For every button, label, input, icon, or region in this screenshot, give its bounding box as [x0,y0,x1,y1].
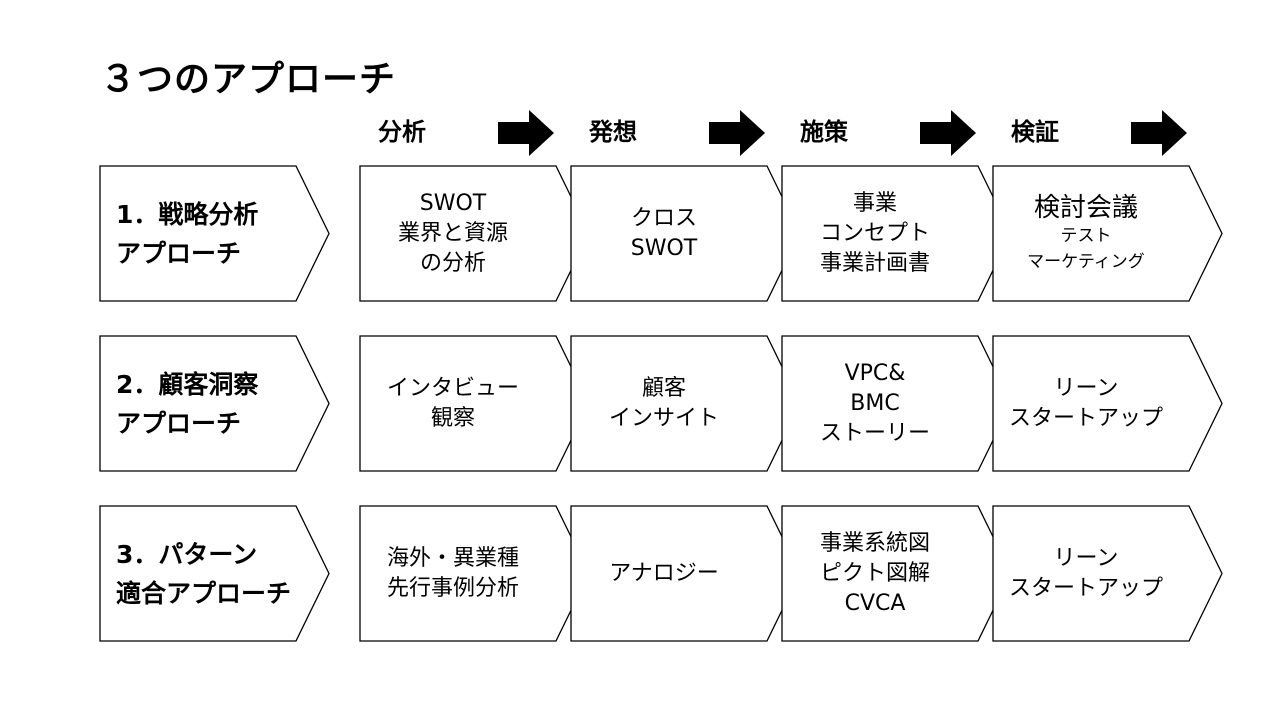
step-text-block: 海外・異業種 先行事例分析 [361,505,545,642]
phase-label-analysis: 分析 [378,118,426,146]
approach-row-header: 3．パターン 適合アプローチ [99,505,330,642]
step-node-analysis: 海外・異業種 先行事例分析 [359,505,590,642]
step-node-analysis: SWOT 業界と資源 の分析 [359,165,590,302]
approach-name: 1．戦略分析 アプローチ [116,199,259,268]
step-text-block: クロス SWOT [572,165,756,302]
step-text: 検討会議 [1033,192,1138,223]
approach-name: 2．顧客洞察 アプローチ [116,369,259,438]
step-node-verification: リーン スタートアップ [992,505,1223,642]
approach-name: 3．パターン 適合アプローチ [116,539,292,608]
step-node-ideation: アナロジー [570,505,801,642]
step-text: リーン スタートアップ [1008,375,1163,431]
step-node-ideation: 顧客 インサイト [570,335,801,472]
step-text: VPC& BMC ストーリー [819,360,930,446]
page-title: ３つのアプローチ [100,59,397,100]
step-node-measures: VPC& BMC ストーリー [781,335,1012,472]
step-text-block: リーン スタートアップ [994,505,1178,642]
step-text: 事業 コンセプト 事業計画書 [819,190,930,276]
phase-label-verification: 検証 [1011,118,1059,146]
right-arrow-icon [920,110,976,156]
step-text: 顧客 インサイト [608,375,719,431]
step-subtext: テスト マーケティング [1027,225,1145,272]
right-arrow-icon [1131,110,1187,156]
step-node-verification: リーン スタートアップ [992,335,1223,472]
step-text-block: アナロジー [572,505,756,642]
step-node-analysis: インタビュー 観察 [359,335,590,472]
step-text-block: 顧客 インサイト [572,335,756,472]
right-arrow-icon [498,110,554,156]
approach-row-header: 1．戦略分析 アプローチ [99,165,330,302]
phase-label-ideation: 発想 [589,118,637,146]
step-text-block: VPC& BMC ストーリー [783,335,967,472]
step-text-block: 事業 コンセプト 事業計画書 [783,165,967,302]
step-text: 事業系統図 ピクト図解 CVCA [819,530,930,616]
step-node-measures: 事業系統図 ピクト図解 CVCA [781,505,1012,642]
step-text-block: SWOT 業界と資源 の分析 [361,165,545,302]
phase-label-measures: 施策 [800,118,848,146]
step-text-block: インタビュー 観察 [361,335,545,472]
step-node-ideation: クロス SWOT [570,165,801,302]
approach-row-header: 2．顧客洞察 アプローチ [99,335,330,472]
step-text: 海外・異業種 先行事例分析 [386,545,519,601]
step-text: クロス SWOT [630,205,698,261]
step-node-verification: 検討会議テスト マーケティング [992,165,1223,302]
step-text: リーン スタートアップ [1008,545,1163,601]
step-node-measures: 事業 コンセプト 事業計画書 [781,165,1012,302]
step-text: SWOT 業界と資源 の分析 [397,190,508,276]
step-text: アナロジー [609,560,719,586]
step-text-block: 事業系統図 ピクト図解 CVCA [783,505,967,642]
step-text-block: リーン スタートアップ [994,335,1178,472]
right-arrow-icon [709,110,765,156]
step-text: インタビュー 観察 [386,375,519,431]
step-text-block: 検討会議テスト マーケティング [994,165,1178,302]
